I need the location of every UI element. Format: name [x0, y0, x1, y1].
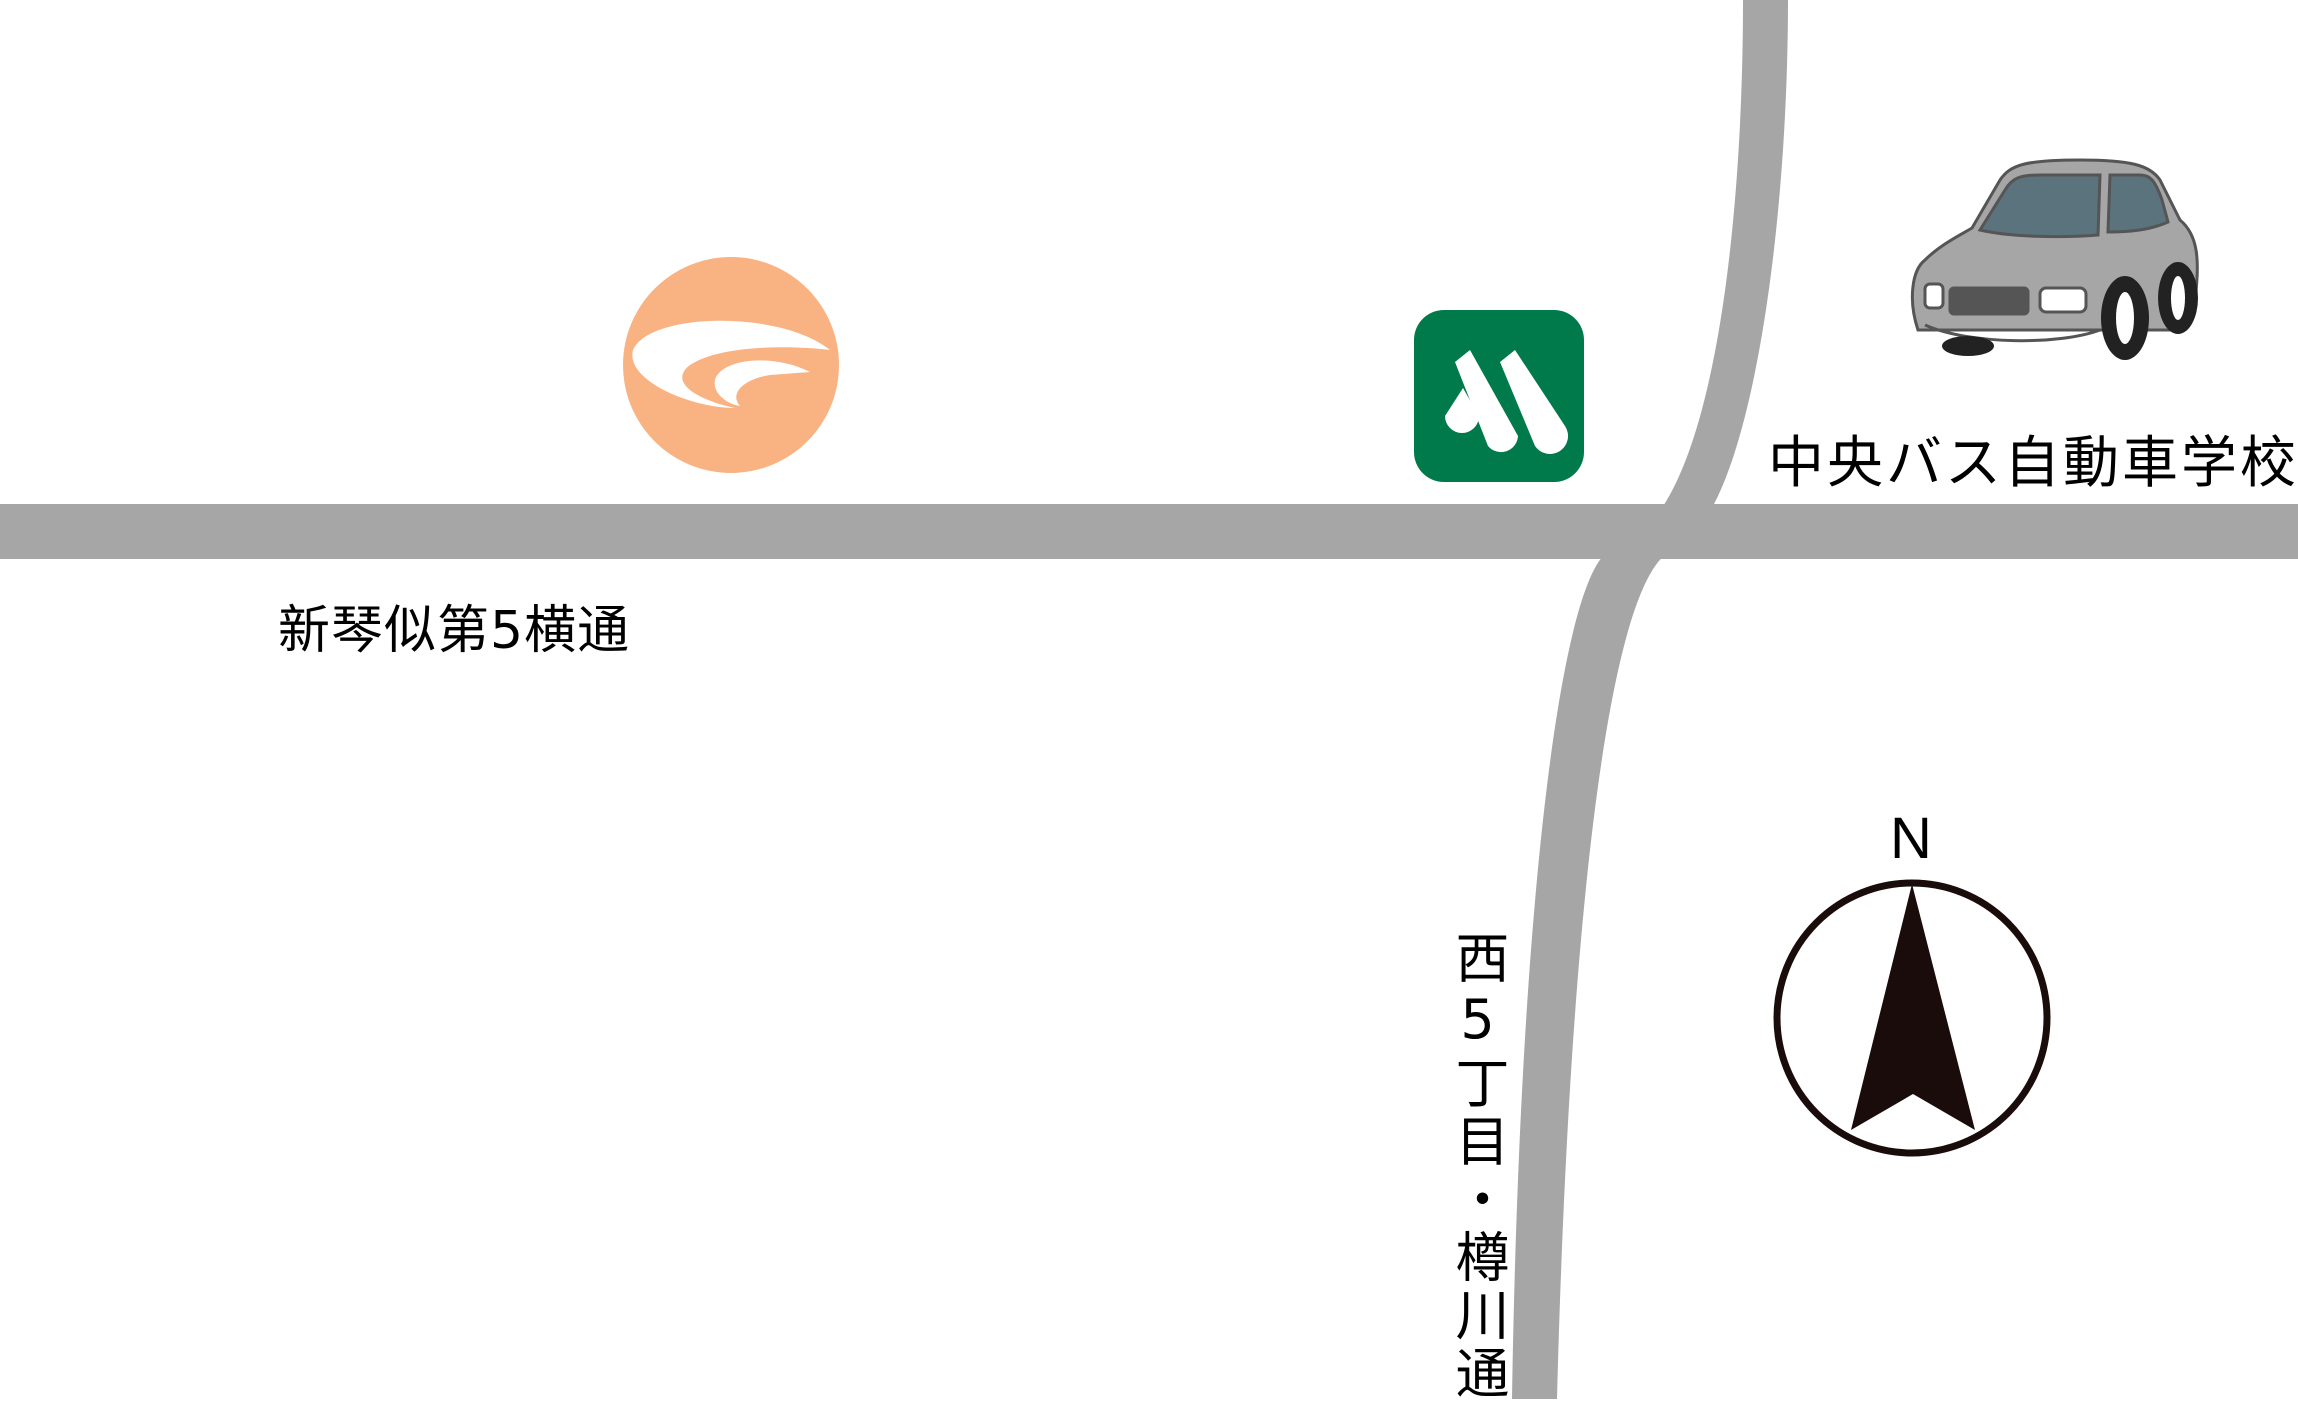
horizontal-road-label: 新琴似第5横通 [278, 601, 631, 661]
north-label: N [1890, 806, 1932, 871]
compass-icon [1773, 879, 2051, 1157]
vertical-road-label: 西5丁目・樽川通 [1446, 930, 1509, 1403]
mos-burger-logo [1414, 310, 1584, 482]
driving-school-label: 中央バス自動車学校 [1768, 431, 2298, 496]
road-horizontal [0, 504, 2298, 559]
orange-circle-logo [623, 257, 839, 473]
road-vertical-south [1512, 555, 1665, 1399]
car-icon [1910, 158, 2199, 360]
road-vertical-north [1662, 0, 1788, 508]
